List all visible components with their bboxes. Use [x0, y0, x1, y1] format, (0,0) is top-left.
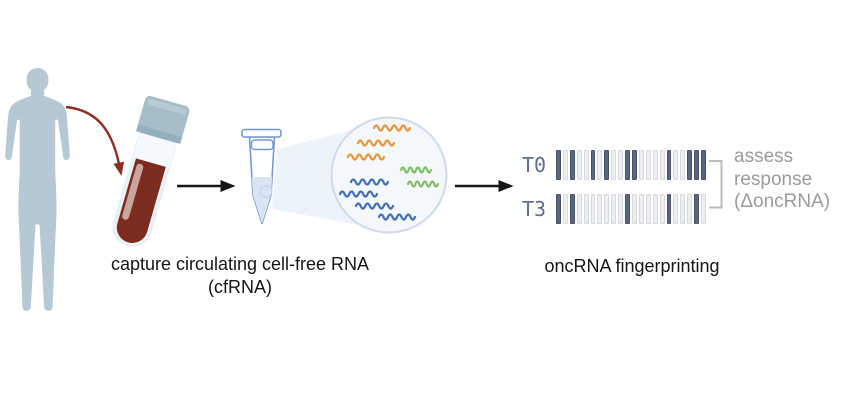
barcode-bar	[687, 194, 693, 224]
barcode-bar	[604, 150, 610, 180]
barcode-bar	[597, 150, 603, 180]
assess-response-line2: response	[734, 168, 813, 190]
rna-squiggle	[399, 166, 433, 174]
assess-response-note: assess response (ΔoncRNA)	[734, 146, 830, 214]
barcode-bar	[694, 150, 700, 180]
barcode-bar	[597, 194, 603, 224]
barcode-bar	[611, 194, 617, 224]
barcode-bar	[562, 150, 568, 180]
caption-cfrna-line1: capture circulating cell-free RNA	[110, 254, 370, 274]
barcode-bar	[638, 150, 644, 180]
barcode-bar	[652, 150, 658, 180]
barcode-bar	[625, 194, 630, 224]
comparison-bracket	[709, 160, 723, 209]
rna-squiggle	[372, 124, 412, 132]
barcode-bar	[687, 150, 693, 180]
barcode-bar	[645, 150, 651, 180]
assess-response-line1: assess	[734, 146, 794, 167]
barcode-bar	[569, 150, 575, 180]
cfrna-molecules	[338, 124, 440, 221]
barcode-bar	[666, 194, 672, 224]
barcode-bar	[625, 150, 630, 180]
patient-silhouette-icon	[5, 68, 70, 311]
rna-squiggle	[349, 178, 390, 186]
barcode-bar	[556, 150, 561, 180]
barcode-bar	[576, 150, 582, 180]
barcode-bar	[638, 194, 644, 224]
barcode-bar	[556, 194, 561, 224]
blood-draw-arrow	[65, 105, 124, 176]
oncrna-barcode-t3	[556, 194, 706, 224]
barcode-bar	[576, 194, 582, 224]
barcode-bar	[611, 150, 617, 180]
barcode-bar	[583, 150, 589, 180]
rna-squiggle	[354, 202, 395, 210]
caption-cfrna-line2: (cfRNA)	[208, 277, 272, 297]
barcode-bar	[680, 150, 686, 180]
barcode-bar	[590, 150, 596, 180]
barcode-bar	[618, 194, 624, 224]
blood-tube-icon	[112, 95, 190, 247]
microcentrifuge-tube-icon	[241, 128, 282, 225]
barcode-bar	[631, 150, 637, 180]
barcode-bar	[618, 150, 624, 180]
barcode-bar	[590, 194, 596, 224]
barcode-bar	[604, 194, 610, 224]
rna-squiggle	[356, 139, 396, 147]
caption-cfrna-capture: capture circulating cell-free RNA (cfRNA…	[75, 253, 405, 299]
rna-squiggle	[406, 180, 440, 188]
barcode-bar	[562, 194, 568, 224]
assess-response-line3: (ΔoncRNA)	[734, 191, 831, 212]
barcode-bar	[701, 150, 706, 180]
barcode-bar	[666, 150, 672, 180]
barcode-bar	[645, 194, 651, 224]
timepoint-label-t3: T3	[522, 197, 547, 221]
timepoint-label-t0: T0	[522, 153, 547, 177]
barcode-bar	[659, 194, 665, 224]
barcode-bar	[652, 194, 658, 224]
barcode-bar	[583, 194, 589, 224]
barcode-bar	[701, 194, 706, 224]
barcode-bar	[694, 194, 700, 224]
caption-oncrna-fingerprinting: oncRNA fingerprinting	[544, 256, 720, 276]
barcode-bar	[569, 194, 575, 224]
oncrna-barcode-t0	[556, 150, 706, 180]
rna-squiggle	[377, 213, 417, 221]
rna-squiggle	[346, 153, 386, 161]
barcode-bar	[680, 194, 686, 224]
barcode-bar	[659, 150, 665, 180]
barcode-bar	[673, 150, 679, 180]
barcode-bar	[673, 194, 679, 224]
barcode-bar	[631, 194, 637, 224]
rna-squiggle	[338, 190, 379, 198]
